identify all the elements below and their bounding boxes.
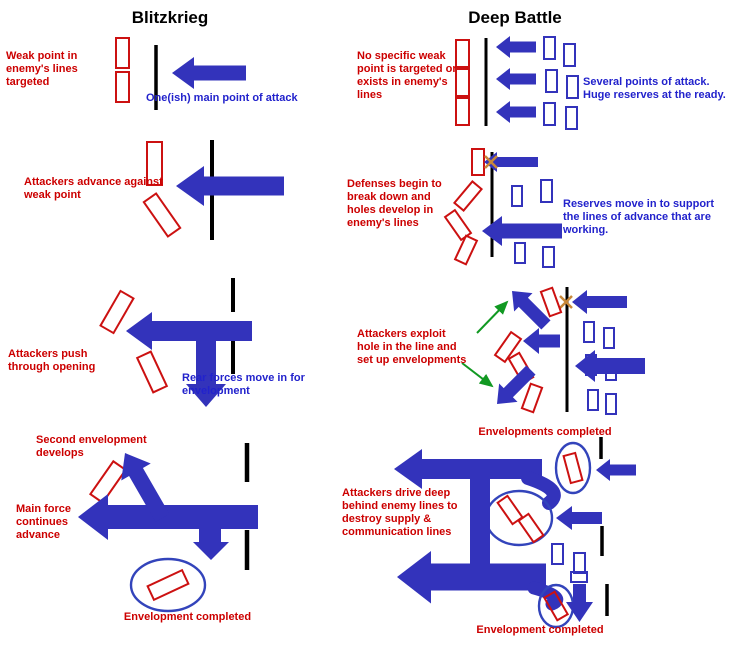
reserve-unit [583, 321, 595, 343]
arrow-branch-connector [521, 471, 561, 510]
enemy-unit [455, 68, 470, 97]
attack-arrow [176, 166, 284, 206]
enemy-unit [453, 234, 479, 266]
deep-battle-step2-label: Defenses begin to break down and holes d… [347, 178, 442, 229]
enemy-unit [146, 141, 163, 186]
encircled-enemy-unit [146, 568, 190, 602]
reserve-unit [545, 69, 558, 93]
deep-battle-step1-label: No specific weak point is targeted or ex… [357, 50, 457, 101]
column-title-deep-battle: Deep Battle [468, 8, 562, 27]
blitzkrieg-step3-label: Attackers push through opening [8, 348, 96, 373]
deep-attack-arrow [394, 449, 542, 489]
exploit-pointer-arrow [476, 300, 509, 334]
attack-arrow [126, 312, 252, 350]
enemy-unit [88, 459, 128, 505]
enemy-unit [471, 148, 485, 176]
advance-shaft [470, 479, 490, 565]
reserve-unit [573, 552, 586, 574]
enemy-unit [99, 289, 135, 335]
attack-arrow [496, 68, 536, 90]
attack-arrow [172, 57, 246, 89]
blitzkrieg-step1-diagram [115, 37, 246, 110]
envelopment-arrow [512, 291, 551, 330]
blitzkrieg-step4-label-mid: Main force continues advance [16, 503, 72, 541]
blitzkrieg-step4-label-top: Second envelopment develops [36, 434, 147, 459]
attack-arrow [556, 506, 602, 530]
reserve-unit [566, 75, 579, 99]
reserve-unit [511, 185, 523, 207]
enemy-unit [115, 71, 130, 103]
enemy-unit [455, 39, 470, 68]
envelopment-ellipse [129, 557, 207, 613]
reserve-unit [543, 36, 556, 60]
reserve-unit [587, 389, 599, 411]
deep-battle-step1-caption: Several points of attack. Huge reserves … [583, 76, 726, 101]
reserve-arrow [572, 290, 627, 314]
breakthrough-x-icon [484, 155, 498, 169]
enemy-unit [520, 382, 544, 414]
deep-battle-step4-label-top: Envelopments completed [478, 426, 612, 438]
deep-attack-arrow [397, 551, 546, 604]
reserve-unit [603, 327, 615, 349]
deep-battle-step3-diagram [461, 286, 645, 415]
deep-battle-step4-caption: Envelopment completed [476, 624, 604, 636]
reserve-unit [605, 393, 617, 415]
reserve-unit [565, 106, 578, 130]
reserve-unit [585, 354, 597, 376]
blitzkrieg-step1-label: Weak point in enemy's lines targeted [6, 50, 78, 88]
encircled-enemy-unit [517, 512, 545, 544]
blitzkrieg-step4-diagram [78, 443, 258, 613]
attack-arrow [496, 101, 536, 123]
envelopment-arrow-head [186, 384, 226, 407]
arrow-branch-connector [527, 581, 563, 611]
reserve-unit [540, 179, 553, 203]
deep-battle-step4-diagram [394, 437, 636, 629]
blitzkrieg-step3-diagram [99, 278, 252, 407]
second-envelopment-arrow [121, 453, 170, 522]
encircled-enemy-unit [562, 451, 584, 485]
deep-battle-step2-diagram [443, 148, 562, 268]
exploit-pointer-arrow [461, 362, 494, 388]
blitzkrieg-step3-caption: Rear forces move in for envelopment [182, 372, 305, 397]
envelopment-arrow-shaft [199, 520, 221, 544]
envelopment-arrow-shaft [196, 336, 216, 386]
encircled-enemy-unit [542, 590, 570, 622]
enemy-unit [493, 330, 523, 364]
envelopment-arrow-head [193, 542, 229, 560]
breakthrough-x-icon [559, 295, 573, 309]
envelopment-arrow-head [566, 602, 593, 622]
deep-battle-step4-label-mid: Attackers drive deep behind enemy lines … [342, 487, 458, 538]
attack-arrow [496, 36, 536, 58]
deep-battle-step1-diagram [455, 36, 579, 130]
reserve-unit [543, 102, 556, 126]
reserve-unit [570, 571, 588, 583]
attack-arrow [523, 328, 560, 354]
reserve-unit [551, 543, 564, 565]
enemy-unit [142, 192, 182, 238]
reserve-unit [514, 242, 526, 264]
deep-battle-step3-label: Attackers exploit hole in the line and s… [357, 328, 467, 366]
envelopment-arrow [497, 365, 536, 404]
blitzkrieg-step2-label: Attackers advance against weak point [24, 176, 163, 201]
blitzkrieg-step4-caption: Envelopment completed [123, 611, 252, 623]
blitzkrieg-step2-diagram [142, 140, 284, 240]
reserve-unit [542, 246, 555, 268]
enemy-unit [135, 350, 169, 394]
attack-arrow [482, 216, 562, 246]
reserve-unit [563, 43, 576, 67]
reserve-unit [605, 359, 617, 381]
enemy-unit [115, 37, 130, 69]
enemy-unit [539, 286, 563, 318]
enemy-unit [452, 180, 484, 212]
blitzkrieg-step1-caption: One(ish) main point of attack [146, 92, 298, 104]
attack-arrow [596, 459, 636, 481]
column-title-blitzkrieg: Blitzkrieg [131, 8, 209, 27]
deep-battle-step2-caption: Reserves move in to support the lines of… [563, 198, 714, 236]
enemy-unit [455, 97, 470, 126]
envelopment-ellipse [554, 441, 592, 495]
envelopment-arrow-shaft [573, 584, 586, 604]
